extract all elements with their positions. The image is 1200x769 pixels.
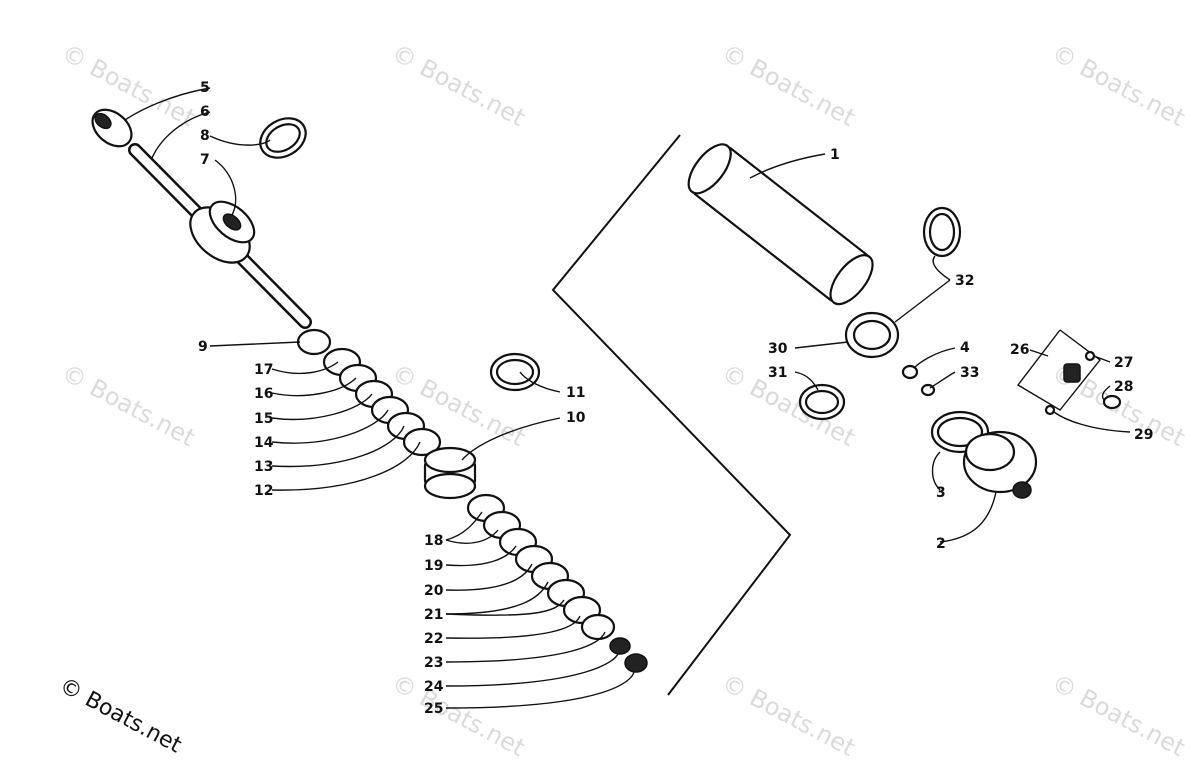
part-label-29: 29	[1134, 427, 1153, 443]
part-label-18: 18	[424, 533, 443, 549]
washer	[296, 328, 332, 356]
bearing-30	[844, 311, 900, 359]
part-label-13: 13	[254, 459, 273, 475]
part-label-8: 8	[200, 128, 210, 144]
part-label-32: 32	[955, 273, 974, 289]
part-label-7: 7	[200, 152, 210, 168]
part-label-2: 2	[936, 536, 946, 552]
part-label-11: 11	[566, 385, 585, 401]
part-label-30: 30	[768, 341, 788, 357]
upper-shim-stack	[296, 328, 442, 457]
part-label-22: 22	[424, 631, 443, 647]
part-label-26: 26	[1010, 342, 1029, 358]
part-label-4: 4	[960, 340, 970, 356]
part-label-14: 14	[254, 435, 274, 451]
lock-nut	[624, 653, 648, 673]
part-labels: 5 6 8 7 9 17 16 15 14 13 12 11 10 18 19 …	[198, 80, 1153, 717]
part-label-21: 21	[424, 607, 443, 623]
part-label-33: 33	[960, 365, 979, 381]
watermark: © Boats.net	[717, 669, 859, 762]
nut	[609, 637, 631, 655]
watermark: © Boats.net	[57, 359, 199, 452]
seal-ring-32	[922, 206, 962, 258]
piston	[423, 446, 477, 500]
part-label-1: 1	[830, 147, 840, 163]
part-label-28: 28	[1114, 379, 1133, 395]
copyright-notice: © Boats.net	[55, 673, 186, 758]
lower-shim-stack	[466, 493, 648, 673]
watermark: © Boats.net	[387, 39, 529, 132]
part-label-3: 3	[936, 485, 946, 501]
part-label-12: 12	[254, 483, 273, 499]
body-tube	[687, 143, 874, 306]
part-label-20: 20	[424, 583, 444, 599]
part-label-15: 15	[254, 411, 273, 427]
shim	[402, 427, 442, 457]
rod-eye	[91, 108, 133, 148]
part-label-16: 16	[254, 386, 273, 402]
watermark: © Boats.net	[1047, 669, 1189, 762]
watermark: © Boats.net	[387, 669, 529, 762]
watermark: © Boats.net	[1047, 39, 1189, 132]
part-label-5: 5	[200, 80, 210, 96]
washer	[580, 613, 616, 641]
part-label-27: 27	[1114, 355, 1133, 371]
part-label-17: 17	[254, 362, 273, 378]
part-label-31: 31	[768, 365, 787, 381]
washer-4	[901, 364, 919, 380]
part-label-19: 19	[424, 558, 443, 574]
valve-26	[1016, 329, 1122, 416]
part-label-10: 10	[566, 410, 586, 426]
leader-lines	[124, 87, 1131, 709]
part-label-6: 6	[200, 104, 210, 120]
end-cap-2	[962, 430, 1038, 499]
watermark: © Boats.net	[717, 39, 859, 132]
part-label-25: 25	[424, 701, 443, 717]
piston-ring	[489, 352, 541, 392]
shaft-assembly	[91, 108, 312, 329]
part-label-9: 9	[198, 339, 208, 355]
seal-head	[189, 200, 256, 264]
part-label-23: 23	[424, 655, 443, 671]
assembly-bracket	[551, 134, 792, 696]
part-label-24: 24	[424, 679, 444, 695]
ring-31	[798, 383, 846, 421]
